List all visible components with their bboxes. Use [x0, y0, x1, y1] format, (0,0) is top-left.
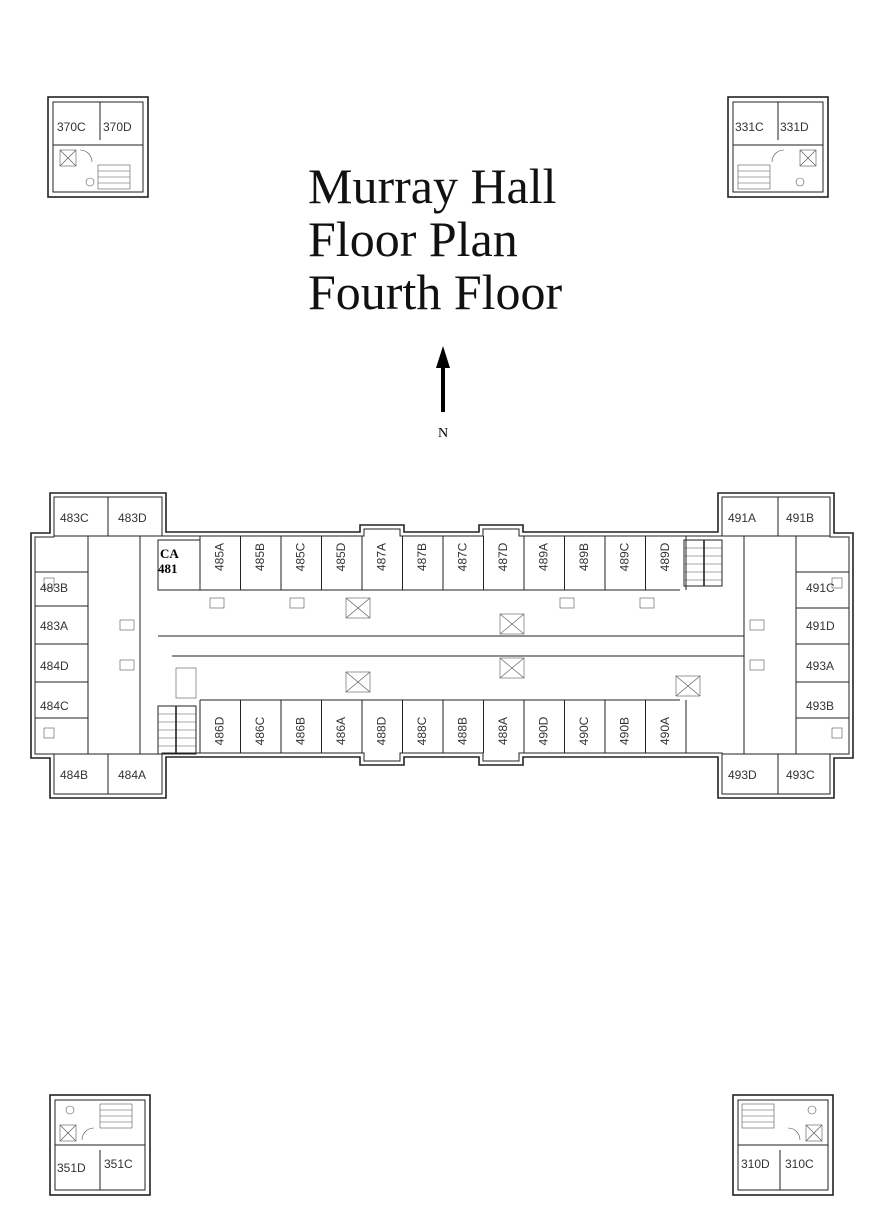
- dorm-room: 490C: [564, 700, 591, 753]
- room-label: 351C: [104, 1157, 133, 1171]
- north-arrow: N: [436, 346, 450, 441]
- dorm-room: 490A: [645, 700, 672, 753]
- room-label: 331D: [780, 120, 809, 134]
- room-label: 491C: [806, 581, 835, 595]
- ca-room-number: 481: [158, 561, 178, 576]
- title-building: Murray Hall: [308, 158, 557, 214]
- room-label: 485A: [212, 543, 226, 571]
- room-label: 351D: [57, 1161, 86, 1175]
- room-label: 490B: [617, 717, 631, 745]
- main-building: CA 481: [30, 492, 854, 799]
- dorm-room: 487D: [483, 536, 510, 590]
- room-label: 491B: [786, 511, 814, 525]
- dorm-room: 488A: [483, 700, 510, 753]
- dorm-room: 488B: [442, 700, 469, 753]
- room-label: 493A: [806, 659, 834, 673]
- dorm-room: 490D: [523, 700, 550, 753]
- dorm-room: 488D: [361, 700, 388, 753]
- room-label: 489B: [577, 543, 591, 571]
- dorm-room: 486B: [280, 700, 307, 753]
- dorm-room: 489C: [604, 536, 631, 590]
- corner-unit-bottom-right: 310D 310C: [732, 1094, 834, 1196]
- dorm-room: 485D: [321, 536, 348, 590]
- dorm-room: 485A: [199, 536, 226, 590]
- dorm-room: 485C: [280, 536, 307, 590]
- ca-label: CA: [160, 546, 179, 561]
- room-label: 488C: [415, 716, 429, 745]
- room-label: 487D: [496, 542, 510, 571]
- room-label: 331C: [735, 120, 764, 134]
- dorm-room: 485B: [240, 536, 267, 590]
- room-label: 488D: [374, 716, 388, 745]
- room-label: 486C: [253, 716, 267, 745]
- corner-unit-top-right: 331C 331D: [727, 96, 829, 198]
- room-label: 483C: [60, 511, 89, 525]
- room-label: 488A: [496, 717, 510, 745]
- room-label: 483D: [118, 511, 147, 525]
- corner-unit-top-left: 370C 370D: [47, 96, 149, 198]
- room-label: 489D: [658, 542, 672, 571]
- room-label: 486A: [334, 717, 348, 745]
- room-label: 370D: [103, 120, 132, 134]
- room-label: 484D: [40, 659, 69, 673]
- room-label: 487A: [374, 543, 388, 571]
- room-label: 485C: [293, 542, 307, 571]
- room-label: 483A: [40, 619, 68, 633]
- room-label: 493C: [786, 768, 815, 782]
- dorm-room: 489D: [645, 536, 672, 590]
- room-label: 484B: [60, 768, 88, 782]
- room-label: 310C: [785, 1157, 814, 1171]
- room-label: 491D: [806, 619, 835, 633]
- room-label: 483B: [40, 581, 68, 595]
- room-label: 485B: [253, 543, 267, 571]
- room-label: 493D: [728, 768, 757, 782]
- room-label: 493B: [806, 699, 834, 713]
- title-subtitle: Floor Plan: [308, 211, 518, 267]
- dorm-room: 489B: [564, 536, 591, 590]
- dorm-room: 487A: [361, 536, 388, 590]
- room-label: 310D: [741, 1157, 770, 1171]
- dorm-room: 489A: [523, 536, 550, 590]
- room-label: 490A: [658, 717, 672, 745]
- dorm-room: 486A: [321, 700, 348, 753]
- corner-unit-bottom-left: 351D 351C: [49, 1094, 151, 1196]
- dorm-room: 486D: [199, 700, 226, 753]
- dorm-room: 486C: [240, 700, 267, 753]
- room-label: 484A: [118, 768, 146, 782]
- north-rooms: 485A 485B 485C 485D 487A 487B 487C 487D 489A 489B…: [199, 536, 687, 590]
- east-wing-labels: 491A 491B 491C 491D 493A 493B 493D 493C: [728, 511, 835, 782]
- room-label: 490C: [577, 716, 591, 745]
- room-label: 484C: [40, 699, 69, 713]
- room-label: 490D: [536, 716, 550, 745]
- room-label: 486D: [212, 716, 226, 745]
- room-label: 486B: [293, 717, 307, 745]
- title-floor: Fourth Floor: [308, 264, 563, 320]
- south-rooms: 486D 486C 486B 486A 488D 488C 488B 488A 490D 490C…: [199, 700, 687, 753]
- dorm-room: 487C: [442, 536, 469, 590]
- room-label: 485D: [334, 542, 348, 571]
- west-wing-labels: 483C 483D 483B 483A 484D 484C 484B 484A: [40, 511, 147, 782]
- room-label: 489C: [617, 542, 631, 571]
- dorm-room: 487B: [402, 536, 429, 590]
- north-label: N: [438, 426, 448, 441]
- dorm-room: 488C: [402, 700, 429, 753]
- room-label: 488B: [455, 717, 469, 745]
- room-label: 489A: [536, 543, 550, 571]
- room-label: 491A: [728, 511, 756, 525]
- dorm-room: 490B: [604, 700, 631, 753]
- room-label: 487B: [415, 543, 429, 571]
- title-block: Murray Hall Floor Plan Fourth Floor: [308, 160, 562, 319]
- room-label: 487C: [455, 542, 469, 571]
- room-label: 370C: [57, 120, 86, 134]
